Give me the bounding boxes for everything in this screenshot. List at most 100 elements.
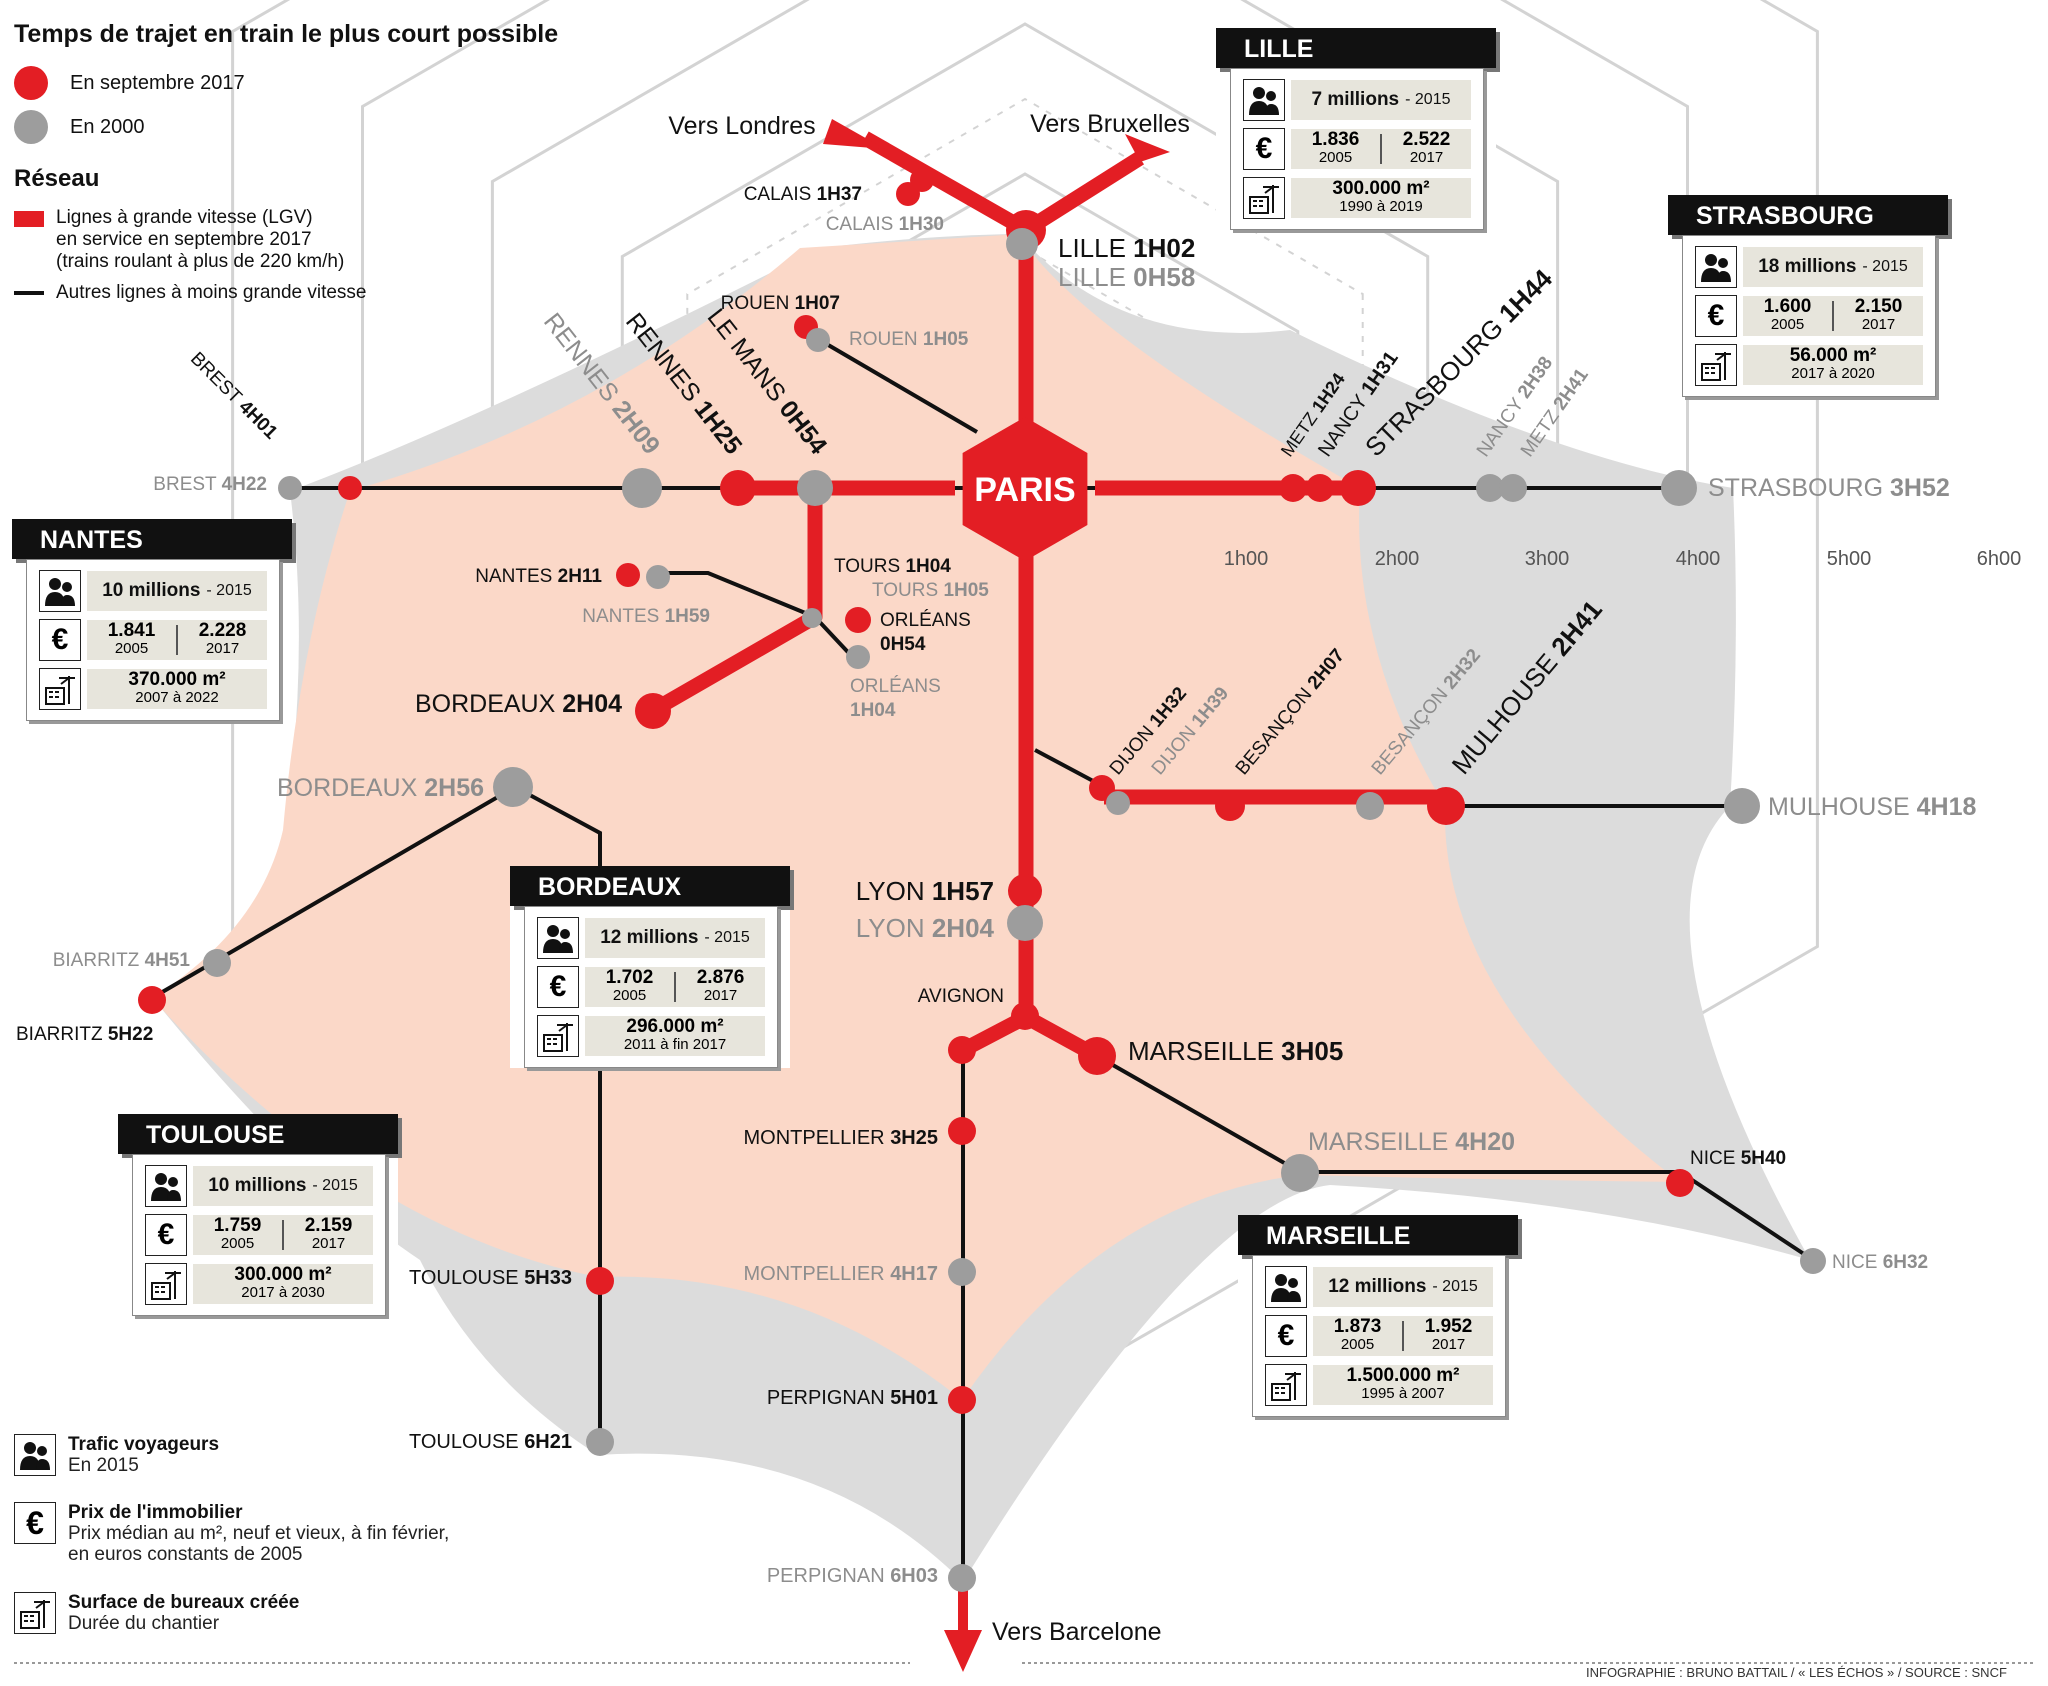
label-2017-nantes: NANTES 2H11: [475, 566, 602, 587]
building-crane-icon: [14, 1592, 56, 1634]
station-2017-dot-6: [338, 476, 362, 500]
vers-barcelone: Vers Barcelone: [992, 1618, 1162, 1646]
traffic-row: 7 millions- 2015: [1243, 79, 1471, 121]
legend-lgv-text: Lignes à grande vitesse (LGV) en service…: [56, 207, 345, 272]
ring-label-6: 6h00: [1977, 548, 2022, 570]
label-2000-lille: LILLE 0H58: [1058, 262, 1195, 292]
label-2017-orleans-time: 0H54: [880, 634, 926, 655]
city-box-title: LILLE: [1216, 28, 1496, 68]
ring-label-3: 3h00: [1525, 548, 1570, 570]
red-dot-icon: [14, 66, 48, 100]
station-2017-dot-11: [1279, 474, 1307, 502]
ring-label-2: 2h00: [1375, 548, 1420, 570]
line-swatch-icon: [14, 291, 44, 295]
vers-londres: Vers Londres: [668, 112, 815, 140]
passengers-icon: [39, 570, 81, 612]
station-2017-dot-13: [1340, 470, 1376, 506]
ring-label-5: 5h00: [1827, 548, 1872, 570]
station-2000-dot-8: [622, 468, 662, 508]
legend-2000: En 2000: [14, 110, 145, 144]
city-box-title: STRASBOURG: [1668, 195, 1948, 235]
legend-2017-label: En septembre 2017: [70, 71, 245, 94]
station-2017-dot-35: [948, 1117, 976, 1145]
paris-label: PARIS: [974, 471, 1075, 509]
euro-icon: €: [39, 619, 81, 661]
station-2000-dot-15: [1499, 474, 1527, 502]
station-nodes: PARIS: [138, 168, 1826, 1592]
passengers-icon: [537, 917, 579, 959]
station-2000-dot-21: [846, 645, 870, 669]
euro-icon: €: [14, 1502, 56, 1544]
label-2000-orleans-time: 1H04: [850, 700, 896, 721]
label-2000-nice: NICE 6H32: [1832, 1252, 1928, 1273]
station-2017-dot-33: [948, 1036, 976, 1064]
station-2017-dot-39: [586, 1267, 614, 1295]
lgv-swatch-icon: [14, 211, 44, 227]
station-2000-dot-1: [1006, 228, 1038, 260]
station-2000-dot-40: [586, 1428, 614, 1456]
station-2017-dot-9: [720, 470, 756, 506]
station-2017-dot-28: [1427, 787, 1465, 825]
label-2000-marseille: MARSEILLE 4H20: [1308, 1128, 1515, 1156]
city-box-title: BORDEAUX: [510, 866, 790, 906]
passengers-icon: [145, 1165, 187, 1207]
label-2000-mulhouse: MULHOUSE 4H18: [1768, 793, 1977, 821]
station-2000-dot-23: [493, 767, 533, 807]
station-2017-dot-30: [1008, 874, 1042, 908]
station-2017-dot-37: [1666, 1169, 1694, 1197]
label-2017-bordeaux: BORDEAUX 2H04: [415, 690, 622, 718]
zone-2017: [152, 234, 1680, 1400]
label-2017-toulouse: TOULOUSE 5H33: [409, 1267, 572, 1289]
euro-icon: €: [1265, 1315, 1307, 1357]
station-2000-dot-10: [797, 470, 833, 506]
station-2017-dot-26: [1215, 791, 1245, 821]
building-crane-icon: [537, 1015, 579, 1057]
station-2017-dot-34: [1078, 1037, 1116, 1075]
label-2000-lyon: LYON 2H04: [856, 913, 995, 943]
vers-bruxelles: Vers Bruxelles: [1030, 110, 1190, 138]
arrow-barcelone-icon: [944, 1630, 982, 1672]
station-2000-dot-19: [802, 608, 822, 628]
travel-time-zones: [152, 234, 1810, 1582]
city-box-title: NANTES: [12, 519, 292, 559]
passengers-icon: [1695, 246, 1737, 288]
passengers-icon: [14, 1434, 56, 1476]
ring-label-4: 4h00: [1676, 548, 1721, 570]
traffic-cell: 10 millions- 2015: [193, 1166, 373, 1206]
station-2017-dot-45: [138, 986, 166, 1014]
station-2000-dot-7: [278, 476, 302, 500]
station-2017-dot-22: [635, 693, 671, 729]
station-2017-dot-12: [1306, 474, 1334, 502]
label-2000-montpellier: MONTPELLIER 4H17: [743, 1263, 938, 1285]
station-2017-dot-20: [845, 607, 871, 633]
grey-dot-icon: [14, 110, 48, 144]
credit: INFOGRAPHIE : BRUNO BATTAIL / « LES ÉCHO…: [1586, 1665, 2007, 1680]
city-box-title: TOULOUSE: [118, 1114, 398, 1154]
